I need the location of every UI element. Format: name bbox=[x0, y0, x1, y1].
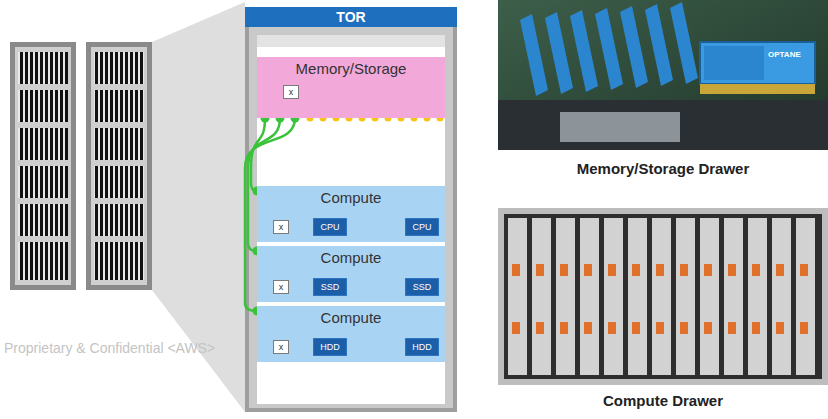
memory-drawer: Memory/Storage x bbox=[257, 57, 445, 118]
watermark: Proprietary & Confidential <AWS> bbox=[4, 340, 215, 356]
rack-frame bbox=[245, 7, 457, 412]
node-text: Compute bbox=[257, 186, 445, 206]
node-text: HDD bbox=[412, 343, 432, 352]
compute-drawer-photo bbox=[498, 208, 828, 385]
compute-drawer: Compute x HDD HDD bbox=[257, 306, 445, 362]
switch-box: x bbox=[273, 220, 289, 234]
node-text: TOR bbox=[336, 9, 365, 25]
node-text: SSD bbox=[321, 283, 340, 292]
node-text: x bbox=[279, 343, 284, 352]
node-text: x bbox=[289, 88, 294, 97]
switch-box: x bbox=[283, 85, 299, 99]
node-text: CPU bbox=[412, 223, 431, 232]
device-box: SSD bbox=[405, 278, 439, 296]
node-text: HDD bbox=[320, 343, 340, 352]
device-box: CPU bbox=[405, 218, 439, 236]
node-text: Compute bbox=[257, 306, 445, 326]
memory-drawer-photo bbox=[498, 0, 828, 150]
node-text: SSD bbox=[413, 283, 432, 292]
device-box: HDD bbox=[405, 338, 439, 356]
device-box: SSD bbox=[313, 278, 347, 296]
node-text: CPU bbox=[320, 223, 339, 232]
drawer-caption: Memory/Storage Drawer bbox=[498, 160, 828, 177]
compute-drawer: Compute x SSD SSD bbox=[257, 246, 445, 302]
compute-drawer: Compute x CPU CPU bbox=[257, 186, 445, 242]
drawer-caption: Compute Drawer bbox=[498, 392, 828, 409]
switch-box: x bbox=[273, 340, 289, 354]
node-text: Compute bbox=[257, 246, 445, 266]
device-box: HDD bbox=[313, 338, 347, 356]
connector bbox=[251, 114, 270, 196]
server-racks bbox=[10, 42, 152, 290]
node-text: x bbox=[279, 283, 284, 292]
tor-bar: TOR bbox=[245, 7, 457, 27]
switch-box: x bbox=[273, 280, 289, 294]
product-brand: OPTANE bbox=[768, 50, 801, 59]
device-box: CPU bbox=[313, 218, 347, 236]
node-text: Memory/Storage bbox=[257, 57, 445, 77]
node-text: x bbox=[279, 223, 284, 232]
